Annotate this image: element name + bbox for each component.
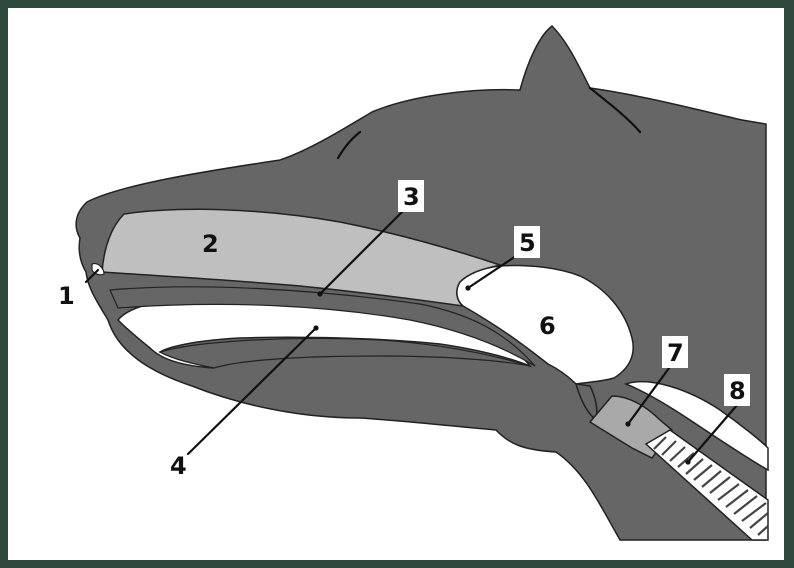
label-1: 1	[58, 282, 75, 310]
head-section-diagram: 1 2 3 4 5 6 7	[8, 8, 784, 560]
svg-text:6: 6	[539, 312, 556, 340]
label-4: 4	[170, 452, 187, 480]
svg-text:3: 3	[403, 183, 420, 211]
svg-text:8: 8	[729, 377, 746, 405]
label-5: 5	[514, 226, 540, 258]
svg-text:7: 7	[667, 339, 684, 367]
diagram-canvas: 1 2 3 4 5 6 7	[8, 8, 784, 560]
svg-text:1: 1	[58, 282, 75, 310]
label-2: 2	[202, 230, 219, 258]
svg-text:5: 5	[519, 229, 536, 257]
label-7: 7	[662, 336, 688, 368]
label-6: 6	[539, 312, 556, 340]
svg-text:2: 2	[202, 230, 219, 258]
label-8: 8	[724, 374, 750, 406]
svg-text:4: 4	[170, 452, 187, 480]
label-3: 3	[398, 180, 424, 212]
